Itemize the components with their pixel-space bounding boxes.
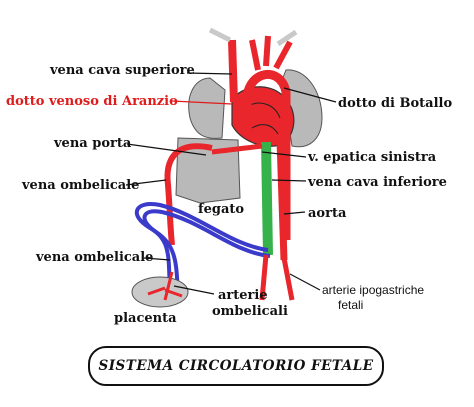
label-arterie: arterie	[218, 288, 268, 303]
label-vena-porta: vena porta	[54, 136, 132, 151]
placenta-vessels	[147, 271, 183, 301]
label-placenta: placenta	[114, 311, 177, 326]
label-vena-ombelicale-2: vena ombelicale	[36, 250, 154, 265]
label-dotto-venoso: dotto venoso di Aranzio	[6, 94, 178, 109]
leader-vena-ombelicale-1	[125, 179, 167, 186]
dotto-venoso-vessel	[211, 143, 263, 155]
placenta-shape	[131, 276, 189, 308]
vena-ombelicale-vessel	[164, 143, 213, 246]
diagram-title: SISTEMA CIRCOLATORIO FETALE	[98, 358, 374, 374]
neck-arteries	[249, 35, 293, 71]
label-vena-cava-inferiore: vena cava inferiore	[308, 175, 447, 190]
leader-arterie-ombelicali	[173, 285, 215, 295]
leg-vessels	[259, 254, 295, 301]
leader-dotto-venoso	[171, 100, 233, 105]
leader-lines	[125, 72, 337, 295]
label-aorta: aorta	[308, 206, 347, 221]
label-fegato: fegato	[198, 202, 245, 217]
leader-dotto-botallo	[283, 87, 337, 103]
leader-aorta	[283, 211, 306, 215]
leader-vena-cava-inferiore	[271, 179, 307, 182]
leader-vena-porta	[126, 143, 207, 156]
aortic-arch	[242, 70, 291, 240]
label-arterie-ipogastriche-fetali: fetali	[338, 298, 364, 312]
label-vena-ombelicale-1: vena ombelicale	[22, 178, 140, 193]
left-lung	[188, 77, 226, 139]
heart-chambers	[249, 102, 281, 135]
liver	[175, 137, 241, 204]
arterie-ombelicali-vessel-2	[142, 209, 271, 293]
vena-cava-superior-vessel	[228, 39, 238, 103]
label-dotto-botallo: dotto di Botallo	[338, 96, 453, 111]
leader-arterie-ipogastriche	[289, 273, 321, 291]
label-arterie-ipogastriche: arterie ipogastriche	[322, 283, 425, 297]
head-vessels-shade	[208, 27, 298, 47]
label-v-epatica-sinistra: v. epatica sinistra	[308, 150, 437, 165]
vena-cava-inferior-vessel	[261, 141, 273, 256]
arterie-ombelicali-vessel-1	[134, 202, 269, 291]
label-ombelicali: ombelicali	[212, 304, 288, 319]
leader-v-epatica	[261, 151, 307, 158]
leader-vena-cava-superiore	[186, 72, 233, 75]
aorta-vessel	[276, 139, 288, 261]
label-vena-cava-superiore: vena cava superiore	[50, 63, 195, 78]
leader-vena-ombelicale-2	[143, 257, 171, 261]
title-box: SISTEMA CIRCOLATORIO FETALE	[88, 346, 384, 386]
